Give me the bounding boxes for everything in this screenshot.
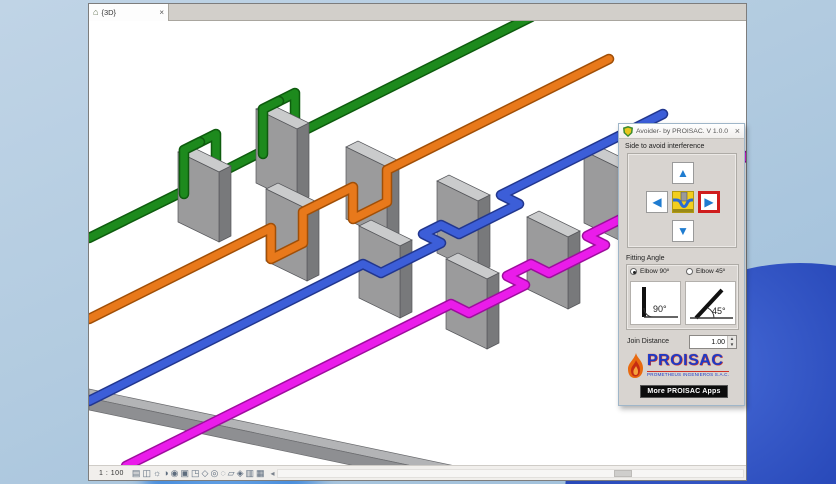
slab-top[interactable] — [89, 388, 541, 467]
tab-3d-view[interactable]: ⌂ {3D} × — [89, 4, 169, 21]
elbow-90-diagram: 90° — [630, 281, 681, 325]
visual-style-icon[interactable]: ◫ — [142, 467, 151, 478]
blue-pipe[interactable] — [89, 110, 667, 405]
reveal-hidden-elements-icon[interactable]: ◌ — [220, 467, 226, 478]
flame-icon — [628, 353, 643, 378]
magenta-pipe[interactable] — [122, 149, 746, 467]
constraints-icon[interactable]: ▥ — [245, 467, 255, 478]
highlight-displacement-icon[interactable]: ◈ — [236, 467, 244, 478]
3d-scene — [89, 21, 746, 467]
dialog-titlebar[interactable]: Avoider- by PROISAC. V 1.0.0 × — [619, 124, 744, 139]
crop-view-icon[interactable]: ▣ — [180, 467, 190, 478]
radio-label: Elbow 45º — [696, 268, 726, 275]
unlocked-view-icon[interactable]: ◇ — [201, 467, 209, 478]
revit-window: ⌂ {3D} × 1 : 100 ▤◫☼◑◉▣◳◇◎◌▱◈▥▦ ◂ Avoide… — [88, 3, 747, 481]
shadows-icon[interactable]: ◑ — [163, 467, 169, 478]
scrollbar-thumb[interactable] — [613, 469, 632, 477]
detail-level-icon[interactable]: ▤ — [131, 467, 141, 478]
wall-side[interactable] — [567, 230, 581, 310]
slab-front[interactable] — [89, 397, 541, 467]
orange-pipe[interactable] — [89, 55, 613, 323]
dialog-title: Avoider- by PROISAC. V 1.0.0 — [636, 127, 729, 135]
brand-name: PROISAC — [647, 352, 724, 369]
dialog-close-icon[interactable]: × — [734, 126, 740, 136]
proisac-shield-icon — [623, 125, 633, 137]
angle-45-label: 45° — [712, 306, 726, 316]
radio-dot[interactable] — [630, 268, 637, 275]
wall-side[interactable] — [486, 272, 500, 350]
tab-close-icon[interactable]: × — [159, 8, 164, 17]
analytical-model-icon[interactable]: ▦ — [256, 467, 265, 478]
join-distance-label: Join Distance — [627, 338, 670, 345]
temporary-view-properties-icon[interactable]: ▱ — [227, 467, 235, 478]
show-crop-region-icon[interactable]: ◳ — [191, 467, 200, 478]
avoider-dialog: Avoider- by PROISAC. V 1.0.0 × Side to a… — [618, 123, 745, 406]
temporary-hide-isolate-icon[interactable]: ◎ — [210, 467, 219, 478]
spin-up-icon[interactable]: ▲ — [728, 335, 736, 342]
elbow-45-diagram: 45° — [685, 281, 736, 325]
join-distance-input[interactable] — [690, 336, 727, 348]
radio-elbow-90[interactable]: Elbow 90º — [630, 268, 669, 275]
more-proisac-apps-button[interactable]: More PROISAC Apps — [640, 385, 728, 398]
avoid-preview-icon — [672, 191, 694, 213]
side-arrows-group: ▲ ◀ ▶ ▼ — [627, 153, 737, 248]
avoid-right-button[interactable]: ▶ — [698, 191, 720, 213]
view-control-icons: ▤◫☼◑◉▣◳◇◎◌▱◈▥▦ — [131, 467, 265, 478]
proisac-brand: PROISAC PROMETHEUS INGENIEROS S.A.C. — [627, 352, 730, 379]
horizontal-scrollbar[interactable] — [276, 468, 744, 478]
wall-side[interactable] — [399, 239, 413, 319]
radio-label: Elbow 90º — [640, 268, 670, 275]
spin-down-icon[interactable]: ▼ — [728, 341, 736, 348]
radio-dot[interactable] — [686, 268, 693, 275]
3d-view-icon: ⌂ — [93, 7, 99, 17]
green-pipe-riser-front-2[interactable] — [259, 97, 283, 158]
avoid-down-button[interactable]: ▼ — [672, 220, 694, 242]
side-to-avoid-label: Side to avoid interference — [625, 143, 705, 150]
fitting-angle-label: Fitting Angle — [626, 255, 665, 262]
scroll-left-icon[interactable]: ◂ — [270, 468, 275, 478]
wall-side[interactable] — [477, 194, 491, 274]
wall-side[interactable] — [296, 122, 310, 204]
fitting-angle-group: Elbow 90º Elbow 45º 90° — [626, 264, 739, 330]
scale-button[interactable]: 1 : 100 — [99, 469, 124, 477]
brand-subtitle: PROMETHEUS INGENIEROS S.A.C. — [647, 370, 730, 377]
avoid-left-button[interactable]: ◀ — [646, 191, 668, 213]
sun-path-icon[interactable]: ☼ — [152, 467, 162, 478]
green-pipe-riser-front-1[interactable] — [180, 138, 204, 198]
avoid-up-button[interactable]: ▲ — [672, 162, 694, 184]
angle-90-label: 90° — [653, 304, 667, 314]
wall-side[interactable] — [218, 165, 232, 243]
join-distance-spinbox: ▲ ▼ — [689, 335, 737, 349]
render-icon[interactable]: ◉ — [170, 467, 179, 478]
view-control-bar: 1 : 100 ▤◫☼◑◉▣◳◇◎◌▱◈▥▦ ◂ — [89, 465, 746, 480]
radio-elbow-45[interactable]: Elbow 45º — [686, 268, 725, 275]
tab-label: {3D} — [101, 8, 117, 17]
view-tab-bar: ⌂ {3D} × — [89, 4, 746, 21]
